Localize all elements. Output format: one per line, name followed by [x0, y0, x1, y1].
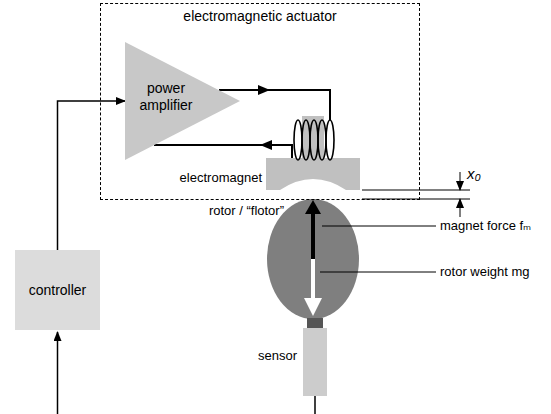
gap-arc — [276, 183, 350, 194]
electromagnet-yoke — [266, 158, 360, 190]
force-label: magnet force fₘ — [440, 218, 531, 234]
leader-line — [322, 226, 436, 227]
coil-wire — [219, 90, 330, 120]
coil-turn — [326, 120, 334, 160]
part-label: electromagnet — [180, 170, 262, 186]
amplifier-triangle-fill — [125, 42, 240, 160]
sensor-label: sensor — [258, 348, 297, 363]
amplifier-triangle: power amplifier — [125, 42, 240, 160]
gap-line — [362, 190, 470, 191]
leader-line — [320, 272, 436, 273]
sensor-line — [314, 396, 316, 414]
coil-turn — [318, 120, 326, 160]
controller-box: controller — [15, 250, 100, 330]
force-label: rotor weight mg — [440, 264, 530, 280]
signal-connector — [58, 101, 126, 250]
weight-arrow — [311, 259, 315, 300]
current-arrow — [260, 140, 272, 150]
controller-label: controller — [29, 282, 87, 298]
weight-arrow — [304, 298, 322, 316]
sensor-shape — [303, 318, 327, 396]
sensor-head — [307, 318, 323, 328]
sensor-housing — [303, 328, 327, 396]
coil-turn — [310, 120, 318, 160]
amplifier-label: power amplifier — [133, 80, 199, 114]
region-title: electromagnetic actuator — [101, 8, 419, 25]
force-arrow — [311, 212, 315, 259]
sensor-body: sensor — [303, 318, 327, 396]
feedback-line — [57, 332, 59, 414]
part-label: rotor / “flotor” — [209, 203, 284, 219]
force-arrow — [305, 200, 321, 214]
gap-symbol: x₀ — [467, 166, 481, 182]
dimension-arrow — [460, 172, 461, 190]
dimension-arrow — [460, 199, 461, 217]
current-arrow — [258, 85, 270, 95]
coil-turn — [302, 120, 310, 160]
coil-turn — [294, 120, 302, 160]
